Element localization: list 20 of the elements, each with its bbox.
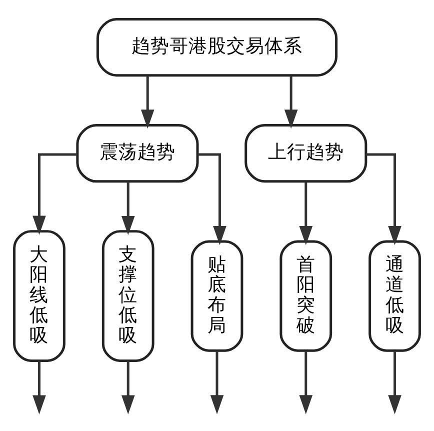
arrow [32, 153, 77, 235]
arrow [388, 350, 402, 414]
arrow [366, 153, 402, 246]
node-box: 趋势哥港股交易体系 [96, 18, 338, 77]
node-box: 通道低吸 [368, 240, 421, 352]
node-box: 贴底布局 [190, 240, 244, 352]
node-box: 上行趋势 [244, 124, 368, 183]
arrow [198, 153, 226, 246]
arrow [32, 361, 46, 414]
node-box: 支撑位低吸 [102, 230, 154, 362]
node-box: 首阳突破 [280, 240, 332, 352]
arrow [299, 350, 313, 414]
arrow [299, 182, 313, 246]
arrow [140, 76, 154, 129]
arrow [284, 76, 298, 129]
arrow [121, 361, 135, 414]
arrow [121, 182, 135, 236]
node-box: 震荡趋势 [76, 124, 199, 183]
arrow [210, 350, 224, 414]
node-box: 大阳线低吸 [13, 230, 66, 362]
